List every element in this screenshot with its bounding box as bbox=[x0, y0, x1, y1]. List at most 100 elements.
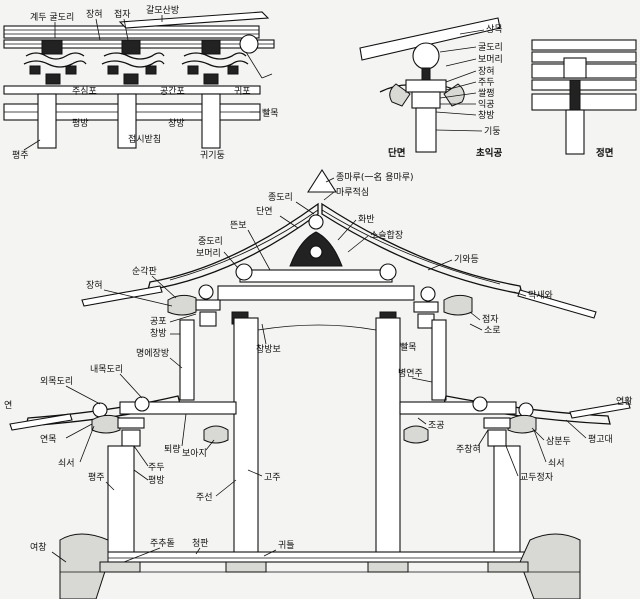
label-soeseo-r: 쇠서 bbox=[548, 458, 565, 469]
label-gwipo: 귀포 bbox=[234, 86, 251, 97]
caption-choikgong: 초익공 bbox=[476, 147, 502, 159]
label-guldori-r: 굴도리 bbox=[478, 42, 503, 53]
label-marujeoksim: 마루적심 bbox=[336, 186, 369, 198]
juchudol-mid-right bbox=[367, 561, 409, 573]
gwipo-ball bbox=[239, 34, 259, 54]
label-bomeori-r: 보머리 bbox=[478, 54, 503, 65]
elevation-labels: 계두 굴도리 장혀 접자 갈모산방 주심포 공간포 귀포 빨목 평방 접시받침 … bbox=[12, 5, 279, 161]
label-soeseo-l: 쇠서 bbox=[58, 458, 75, 469]
label-tteunbo: 뜬보 bbox=[230, 220, 247, 231]
label-changbang: 창방 bbox=[168, 118, 185, 129]
choikgong-section-drawing bbox=[359, 17, 637, 155]
galmosanbang-board bbox=[118, 11, 270, 29]
gochu-left bbox=[233, 317, 259, 557]
upper-column-left bbox=[179, 319, 195, 401]
label-pyeongbang-m: 평방 bbox=[148, 475, 165, 486]
label-jongdori: 종도리 bbox=[268, 192, 293, 203]
daebo-beam bbox=[217, 285, 415, 301]
main-labels: 종마루(一名 용마루) 마루적심 종도리 단연 뜬보 화반 소슬합장 중도리 보… bbox=[4, 171, 633, 563]
label-gyedu-guldori: 계두 굴도리 bbox=[30, 11, 74, 23]
pyeongbang-beam bbox=[3, 85, 261, 95]
label-oemokdori: 외목도리 bbox=[40, 375, 73, 387]
label-pyeongju-m: 평주 bbox=[88, 472, 105, 483]
pyeongju-right bbox=[493, 445, 521, 557]
label-naemokdori: 내목도리 bbox=[90, 364, 123, 375]
label-myeongejangbang: 명에장방 bbox=[136, 348, 169, 359]
label-pyeongbang: 평방 bbox=[72, 118, 89, 129]
label-soseuraejang: 소슬합장 bbox=[370, 230, 403, 241]
rafter-left-lower bbox=[9, 413, 73, 431]
label-janghyeo-m: 장혀 bbox=[86, 280, 103, 291]
pyeongju-column bbox=[37, 93, 57, 149]
bracket-set-1 bbox=[23, 39, 87, 85]
label-gwigidung: 귀기둥 bbox=[200, 150, 225, 161]
pyeongju-left bbox=[107, 445, 135, 557]
label-yeonhwal: 연활 bbox=[616, 395, 633, 407]
upper-column-right bbox=[431, 319, 447, 401]
main-section-drawing bbox=[9, 168, 631, 599]
label-gongpo: 공포 bbox=[150, 316, 167, 327]
label-yeon: 연 bbox=[4, 400, 12, 411]
jeopsi-column bbox=[117, 93, 137, 149]
label-hwaban: 화반 bbox=[358, 214, 375, 225]
sangmok-board bbox=[359, 17, 501, 61]
label-boaji: 보아지 bbox=[182, 448, 207, 459]
lower-bracket-left bbox=[91, 396, 229, 447]
label-maksaewa: 막새와 bbox=[528, 289, 553, 301]
label-galmosanbang: 갈모산방 bbox=[146, 5, 179, 16]
label-judu: 주두 bbox=[148, 462, 165, 473]
label-changbangbo: 창방보 bbox=[256, 344, 281, 355]
label-gidung: 기둥 bbox=[484, 126, 501, 137]
label-ppalmok-m: 빨목 bbox=[400, 342, 417, 353]
choikgong-labels: 상목 굴도리 보머리 장혀 주두 쌀쩡 익공 창방 기둥 단면 초익공 정면 bbox=[388, 24, 613, 159]
label-sungakpan: 순각판 bbox=[132, 265, 157, 277]
label-gongganpo: 공간포 bbox=[160, 86, 185, 97]
label-ssaljeong: 쌀쩡 bbox=[478, 88, 495, 99]
front-column bbox=[565, 109, 585, 155]
label-pyeonggodae: 평고대 bbox=[588, 434, 613, 445]
jungdori-left bbox=[235, 263, 253, 281]
label-jogong: 조공 bbox=[428, 420, 445, 431]
foundation-right bbox=[519, 533, 581, 599]
label-soro: 소로 bbox=[484, 325, 501, 336]
rafter-left-upper bbox=[81, 285, 163, 307]
jongdori-ball bbox=[308, 214, 324, 230]
label-byeongyeonju: 병연주 bbox=[398, 368, 423, 379]
gochu-right bbox=[375, 317, 401, 557]
tteunbo-beam bbox=[239, 269, 393, 283]
toeryang-right bbox=[399, 401, 517, 415]
label-cheongpan: 청판 bbox=[192, 538, 209, 549]
floor-board bbox=[99, 551, 531, 563]
label-toeryang: 퇴량 bbox=[164, 443, 181, 455]
label-sangmok: 상목 bbox=[486, 24, 503, 35]
foundation-left bbox=[59, 533, 109, 599]
juchudol-left bbox=[99, 561, 141, 573]
label-pyeongju: 평주 bbox=[12, 150, 29, 161]
front-guldori bbox=[531, 39, 637, 51]
bracket-set-2 bbox=[101, 39, 165, 85]
label-ppalmok: 빨목 bbox=[262, 108, 279, 119]
label-jungdori: 중도리 bbox=[198, 236, 223, 247]
label-jusimpo: 주심포 bbox=[72, 86, 97, 97]
label-juchuhyeo: 주창혀 bbox=[456, 444, 481, 455]
label-changbang-r: 창방 bbox=[478, 110, 495, 121]
label-juchudol: 주추돌 bbox=[150, 538, 175, 549]
label-jeopsibatchim: 접시받침 bbox=[128, 133, 161, 145]
label-danyeon: 단연 bbox=[256, 206, 273, 217]
label-changbang-m: 창방 bbox=[150, 328, 167, 339]
gwigidung-column bbox=[201, 93, 221, 149]
label-juseon: 주선 bbox=[196, 492, 213, 503]
label-sambundu: 삼분두 bbox=[546, 436, 571, 447]
lower-bracket-right bbox=[403, 396, 537, 447]
caption-danmyeon: 단면 bbox=[388, 147, 405, 159]
label-yeochang: 여창 bbox=[30, 541, 47, 553]
guldori-round bbox=[412, 42, 440, 70]
jongmaru-ridge bbox=[306, 168, 338, 193]
label-jongmaru: 종마루(一名 용마루) bbox=[336, 171, 414, 183]
label-ikgong: 익공 bbox=[478, 98, 495, 110]
juchudol-right bbox=[487, 561, 529, 573]
caption-jeongmyeon: 정면 bbox=[596, 147, 613, 159]
label-gochu: 고주 bbox=[264, 472, 281, 483]
label-gwiteul: 귀틀 bbox=[278, 540, 295, 551]
